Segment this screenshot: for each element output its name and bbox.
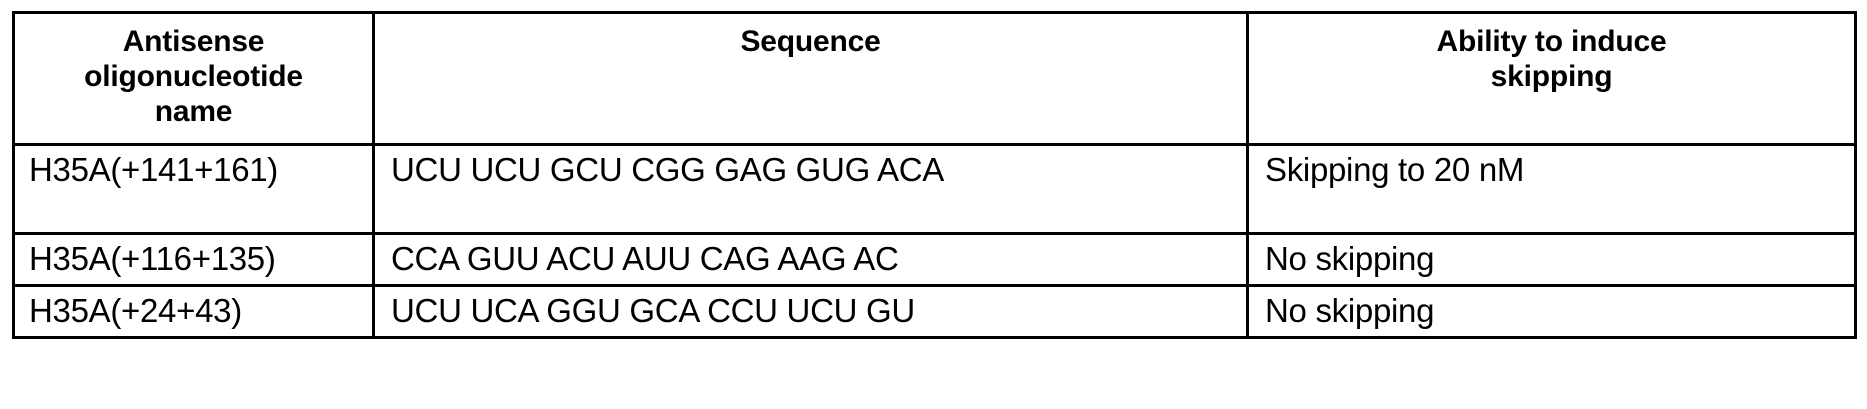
table-row: H35A(+24+43) UCU UCA GGU GCA CCU UCU GU …: [12, 284, 1857, 339]
table-header: Antisense oligonucleotide name Sequence …: [12, 11, 1857, 146]
cell-oligonucleotide-name: H35A(+141+161): [12, 143, 375, 235]
cell-oligonucleotide-name: H35A(+24+43): [12, 284, 375, 339]
cell-sequence: UCU UCU GCU CGG GAG GUG ACA: [372, 143, 1249, 235]
skipping-text: Skipping to 20 nM: [1265, 151, 1525, 188]
column-header-sequence: Sequence: [372, 11, 1249, 146]
header-line-1: Ability to induce: [1436, 25, 1667, 58]
sequence-text: UCU UCA GGU GCA CCU UCU GU: [391, 292, 915, 329]
cell-skipping-ability: No skipping: [1246, 284, 1857, 339]
header-line-3: name: [154, 95, 233, 128]
skipping-text: No skipping: [1265, 292, 1435, 329]
header-line-2: oligonucleotide: [84, 60, 303, 93]
cell-skipping-ability: Skipping to 20 nM: [1246, 143, 1857, 235]
antisense-oligonucleotide-table: Antisense oligonucleotide name Sequence …: [12, 11, 1857, 339]
header-line-2: skipping: [1490, 60, 1613, 93]
column-header-oligonucleotide-name: Antisense oligonucleotide name: [12, 11, 375, 146]
cell-sequence: CCA GUU ACU AUU CAG AAG AC: [372, 232, 1249, 287]
oligo-name-text: H35A(+141+161): [29, 151, 278, 188]
table-body: H35A(+141+161) UCU UCU GCU CGG GAG GUG A…: [12, 143, 1857, 339]
header-line-1: Antisense: [122, 25, 265, 58]
header-line-1: Sequence: [740, 25, 881, 58]
skipping-text: No skipping: [1265, 240, 1435, 277]
sequence-text: UCU UCU GCU CGG GAG GUG ACA: [391, 151, 944, 188]
table-row: H35A(+141+161) UCU UCU GCU CGG GAG GUG A…: [12, 143, 1857, 235]
oligo-name-text: H35A(+24+43): [29, 292, 242, 329]
cell-skipping-ability: No skipping: [1246, 232, 1857, 287]
cell-oligonucleotide-name: H35A(+116+135): [12, 232, 375, 287]
cell-sequence: UCU UCA GGU GCA CCU UCU GU: [372, 284, 1249, 339]
sequence-text: CCA GUU ACU AUU CAG AAG AC: [391, 240, 899, 277]
oligo-name-text: H35A(+116+135): [29, 240, 276, 277]
header-row: Antisense oligonucleotide name Sequence …: [12, 11, 1857, 146]
table-row: H35A(+116+135) CCA GUU ACU AUU CAG AAG A…: [12, 232, 1857, 287]
column-header-ability-to-induce-skipping: Ability to induce skipping: [1246, 11, 1857, 146]
